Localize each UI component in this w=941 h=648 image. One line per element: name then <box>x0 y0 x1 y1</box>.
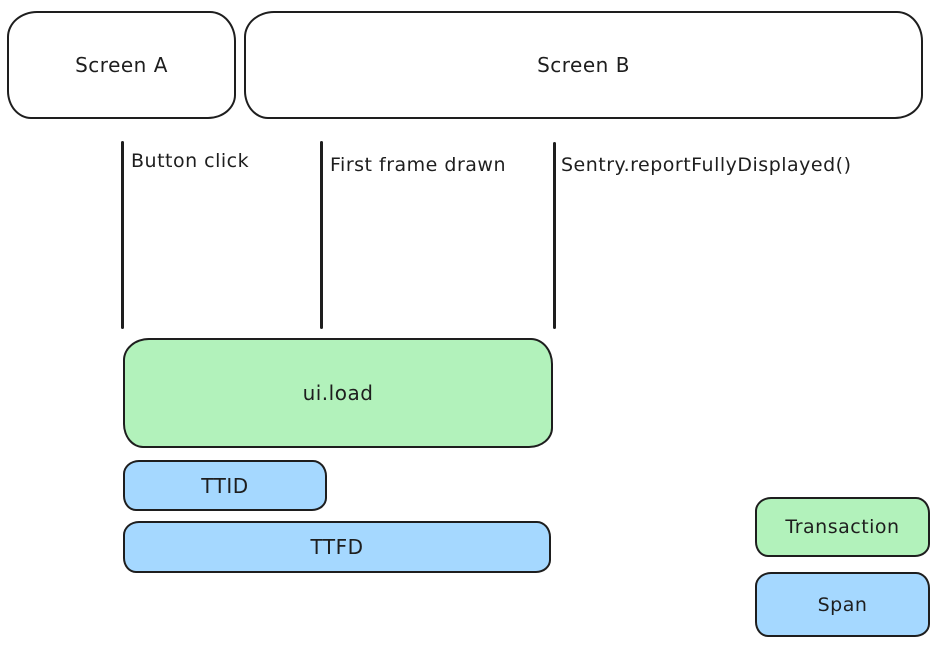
report-fully-displayed-marker-line <box>553 142 556 329</box>
screen-a-label: Screen A <box>75 53 168 77</box>
button-click-label: Button click <box>131 150 250 172</box>
legend-span-label: Span <box>817 593 868 616</box>
legend-transaction-box: Transaction <box>755 497 930 557</box>
first-frame-drawn-marker-line <box>320 141 323 329</box>
ttid-span-bar: TTID <box>123 460 327 511</box>
screen-b-label: Screen B <box>537 53 630 77</box>
first-frame-drawn-label: First frame drawn <box>330 154 507 176</box>
ttid-label: TTID <box>201 473 249 498</box>
button-click-marker-line <box>121 141 124 329</box>
legend-span-box: Span <box>755 572 930 637</box>
ttfd-label: TTFD <box>310 535 364 559</box>
report-fully-displayed-label: Sentry.reportFullyDisplayed() <box>561 154 852 176</box>
screen-a-box: Screen A <box>7 11 236 119</box>
ttfd-span-bar: TTFD <box>123 521 551 573</box>
ui-load-label: ui.load <box>302 381 374 405</box>
legend-transaction-label: Transaction <box>785 516 900 538</box>
screen-b-box: Screen B <box>244 11 923 119</box>
ui-load-transaction-bar: ui.load <box>123 338 553 448</box>
